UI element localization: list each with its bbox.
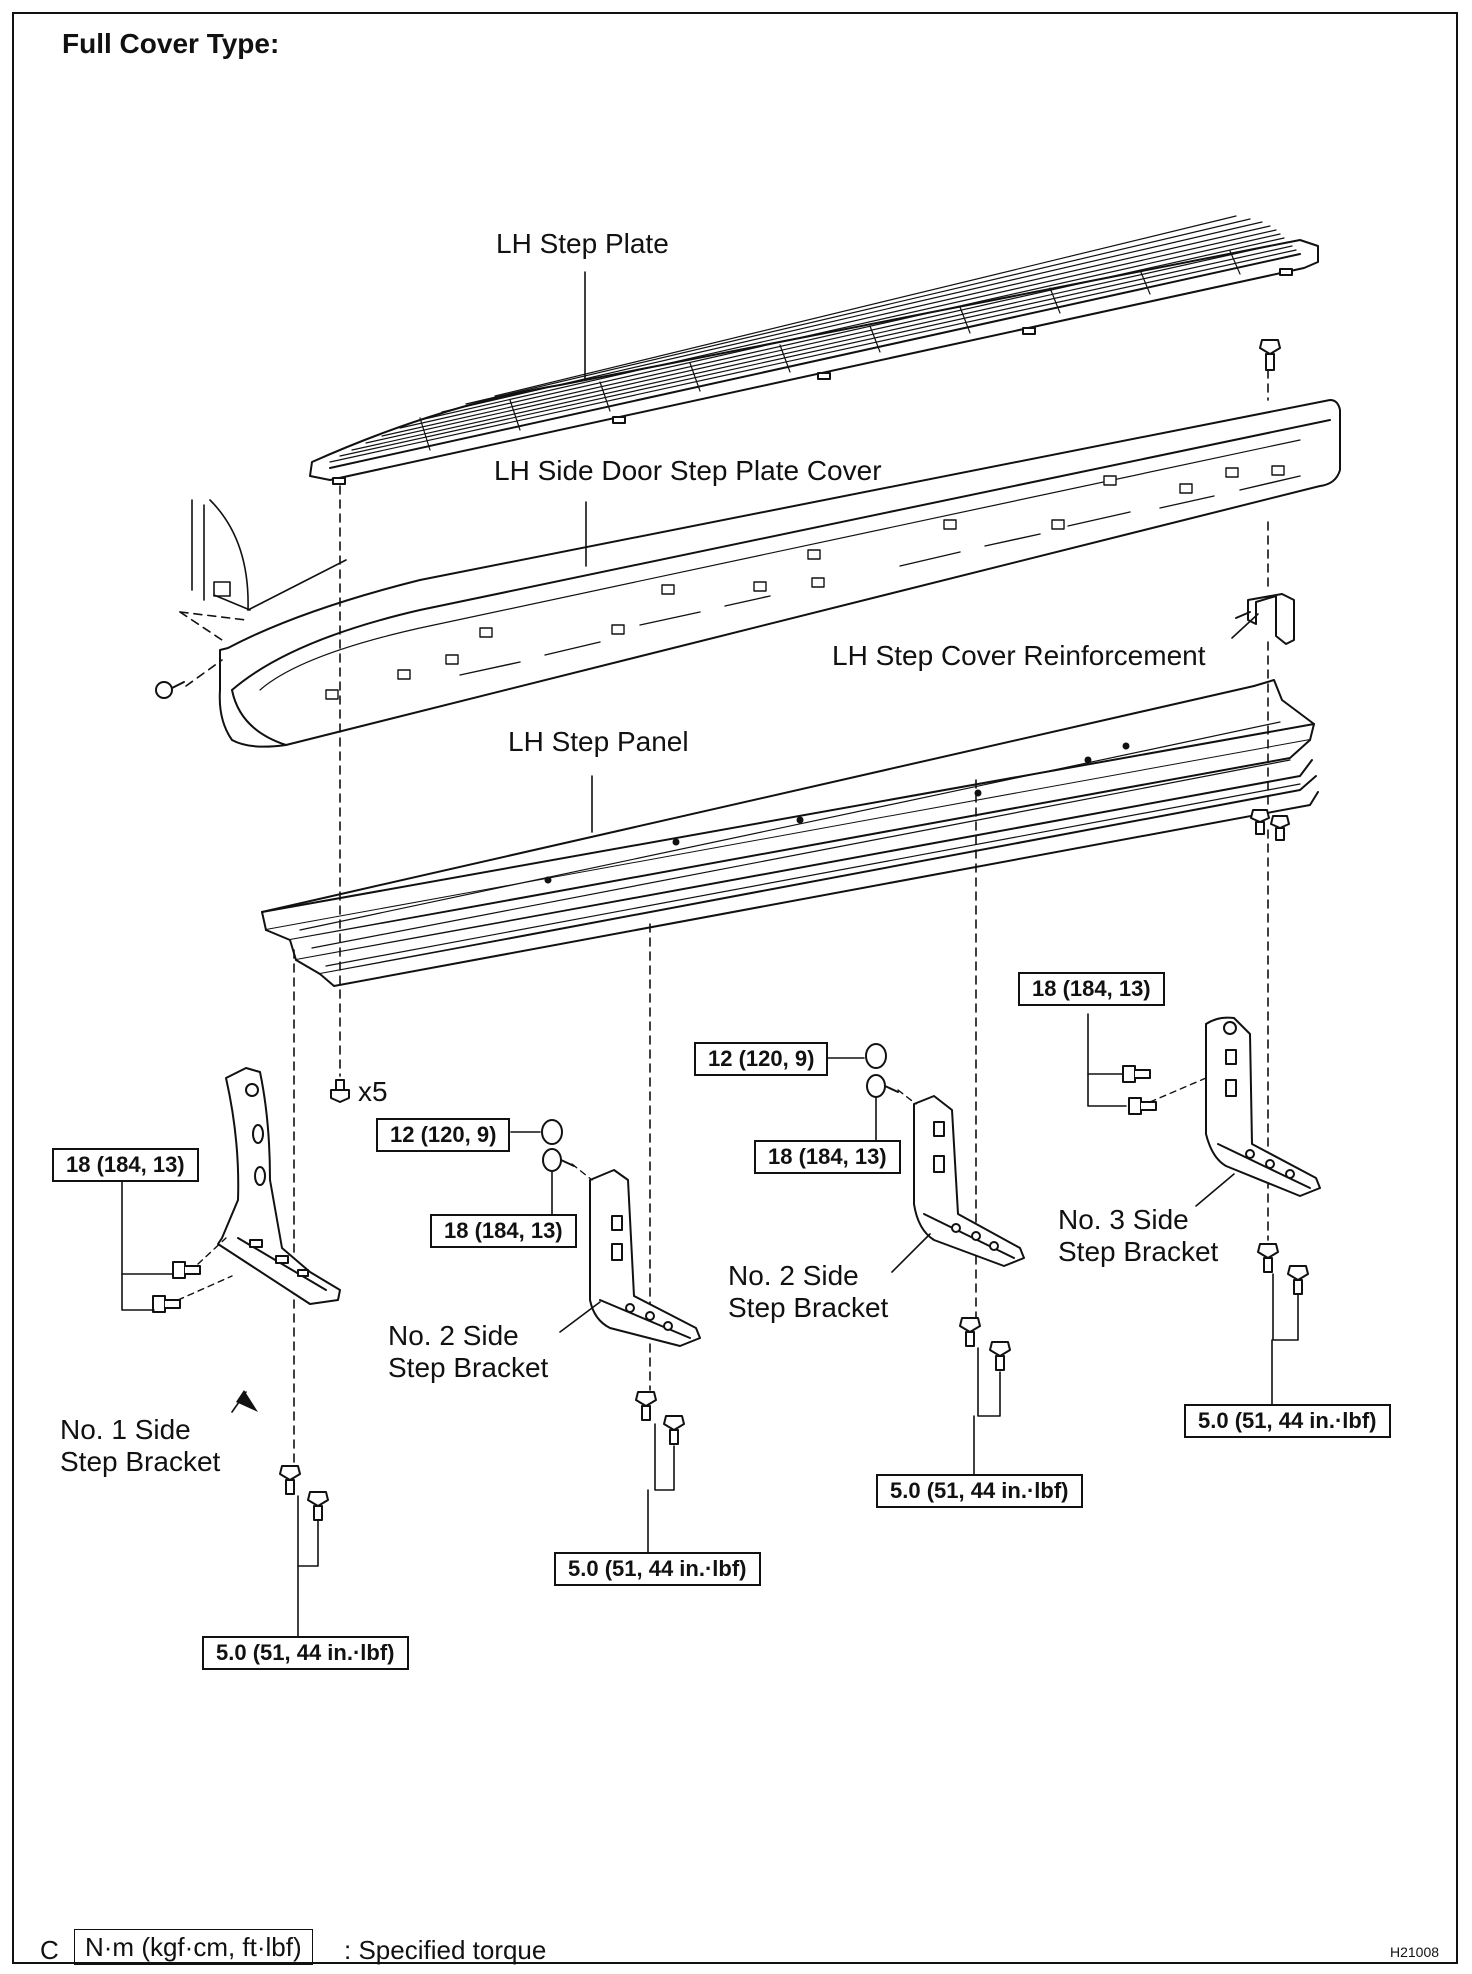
legend-text: : Specified torque — [344, 1935, 547, 1965]
label-bracket-no1-line1: No. 1 Side — [60, 1414, 191, 1445]
bracket-no2-right-drawing — [913, 1095, 1025, 1267]
torque-callout: 18 (184, 13) — [754, 1140, 901, 1174]
bracket-bolts-drawing — [152, 1043, 1309, 1521]
torque-callout: 18 (184, 13) — [52, 1148, 199, 1182]
figure-code: H21008 — [1390, 1944, 1440, 1960]
legend-unit-box: N·m (kgf·cm, ft·lbf) — [74, 1929, 313, 1965]
label-plate-cover: LH Side Door Step Plate Cover — [494, 455, 882, 486]
step-plate-drawing — [309, 215, 1319, 485]
torque-callout: 18 (184, 13) — [1018, 972, 1165, 1006]
torque-callout: 5.0 (51, 44 in.·lbf) — [1184, 1404, 1391, 1438]
label-quantity: x5 — [358, 1076, 388, 1107]
plate-cover-drawing — [218, 399, 1341, 748]
cover-bolts-drawing — [155, 339, 1290, 1103]
body-pillar-drawing — [179, 499, 347, 641]
bracket-no3-drawing — [1205, 1016, 1321, 1197]
torque-callout: 5.0 (51, 44 in.·lbf) — [876, 1474, 1083, 1508]
label-step-panel: LH Step Panel — [508, 726, 689, 757]
torque-callout: 12 (120, 9) — [694, 1042, 829, 1076]
label-bracket-no2-left-line2: Step Bracket — [388, 1352, 549, 1383]
legend-prefix: C — [40, 1935, 59, 1965]
bolt-dashed-lines — [177, 1077, 1207, 1301]
label-bracket-no1-line2: Step Bracket — [60, 1446, 221, 1477]
torque-callout: 5.0 (51, 44 in.·lbf) — [554, 1552, 761, 1586]
label-bracket-no2-left-line1: No. 2 Side — [388, 1320, 519, 1351]
label-step-plate: LH Step Plate — [496, 228, 669, 259]
label-cover-reinforcement: LH Step Cover Reinforcement — [832, 640, 1206, 671]
torque-callout: 5.0 (51, 44 in.·lbf) — [202, 1636, 409, 1670]
diagram-title: Full Cover Type: — [62, 28, 280, 59]
bracket-no2-left-drawing — [589, 1169, 701, 1347]
bracket-no1-drawing — [217, 1067, 341, 1305]
leader-lines — [121, 271, 1299, 1637]
diagram-frame — [12, 12, 1458, 1964]
label-bracket-no3-line1: No. 3 Side — [1058, 1204, 1189, 1235]
step-panel-drawing — [261, 679, 1319, 987]
torque-callout: 12 (120, 9) — [376, 1118, 511, 1152]
label-bracket-no3-line2: Step Bracket — [1058, 1236, 1219, 1267]
label-bracket-no2-right-line2: Step Bracket — [728, 1292, 889, 1323]
torque-callout: 18 (184, 13) — [430, 1214, 577, 1248]
label-bracket-no2-right-line1: No. 2 Side — [728, 1260, 859, 1291]
cover-reinforcement-drawing — [1235, 593, 1295, 645]
